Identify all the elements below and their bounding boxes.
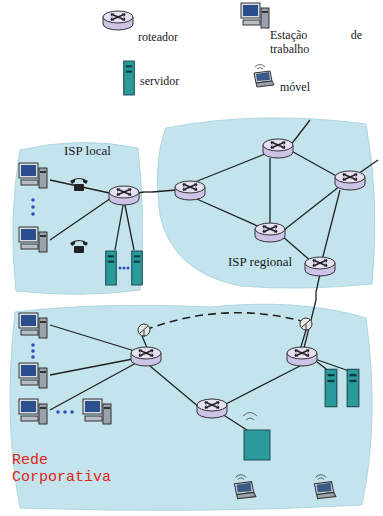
router-symbol	[109, 186, 139, 205]
router-symbol	[287, 347, 317, 366]
router-symbol	[305, 257, 335, 276]
mobile-symbol	[314, 475, 335, 499]
workstation-symbol	[19, 313, 47, 338]
router-symbol	[131, 347, 161, 366]
legend-text: servidor	[140, 74, 179, 88]
workstation-symbol	[19, 163, 47, 188]
links	[50, 120, 378, 432]
region-shape	[13, 142, 143, 294]
phone-symbol	[70, 240, 88, 253]
network-region: ISP local	[8, 138, 144, 298]
antenna-dish	[138, 324, 150, 337]
router-symbol	[103, 11, 133, 30]
server-symbol	[124, 61, 135, 95]
legend-text: roteador	[138, 30, 178, 44]
workstation-symbol	[83, 399, 111, 424]
workstation-symbol	[19, 399, 47, 424]
legend-icons	[103, 3, 274, 95]
workstation-symbol	[19, 227, 47, 252]
link-line	[315, 292, 316, 300]
network-link	[316, 292, 317, 300]
legend-text: móvel	[280, 80, 310, 94]
region-label: ISP regional	[228, 255, 292, 270]
legend-text: Estação de trabalho	[270, 28, 362, 56]
server-symbol	[106, 251, 117, 285]
device-icons	[19, 139, 365, 499]
router-symbol	[263, 139, 293, 158]
antenna-dish	[300, 318, 312, 331]
network-link	[144, 192, 152, 193]
mobile-symbol	[254, 65, 274, 88]
router-symbol	[175, 181, 205, 200]
region-shape	[10, 304, 372, 510]
router-symbol	[335, 171, 365, 190]
link-line	[144, 191, 152, 192]
router-symbol	[197, 399, 227, 418]
network-region: Rede Corporativa	[4, 300, 378, 512]
phone-symbol	[70, 178, 88, 191]
ellipsis-dots	[31, 198, 129, 414]
server-symbol	[132, 251, 143, 285]
workstation-symbol	[19, 363, 47, 388]
region-shape	[158, 118, 375, 288]
mobile-symbol	[234, 475, 255, 499]
network-region: ISP regional	[152, 112, 378, 292]
server-symbol	[347, 369, 359, 406]
region-label: ISP local	[64, 144, 111, 159]
wireless-waves	[243, 413, 257, 421]
access-point	[244, 430, 270, 460]
region-outline	[8, 138, 144, 298]
workstation-symbol	[241, 3, 269, 28]
router-symbol	[255, 223, 285, 242]
region-label: Rede Corporativa	[12, 452, 120, 487]
server-symbol	[325, 369, 337, 406]
